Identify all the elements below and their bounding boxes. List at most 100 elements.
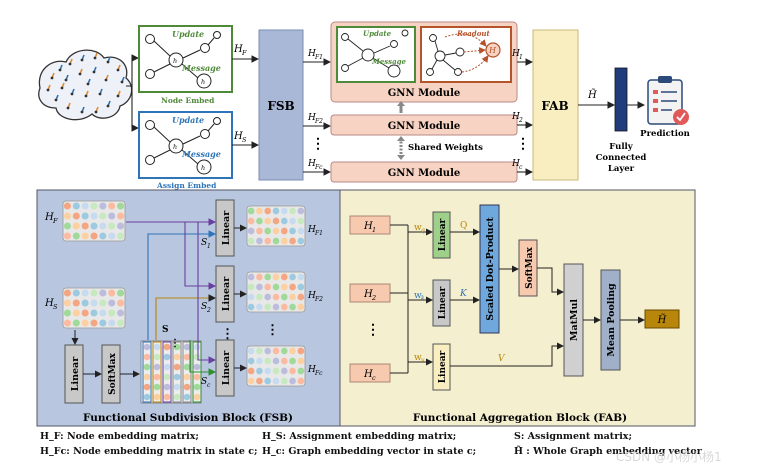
assign-embed-caption: Assign Embed (156, 181, 217, 190)
svg-text:F2: F2 (314, 296, 323, 303)
svg-text:Linear: Linear (438, 350, 448, 383)
fab-block-label: FAB (541, 99, 568, 113)
svg-text:Linear: Linear (438, 286, 448, 319)
svg-text:F2: F2 (314, 118, 323, 125)
svg-text:H: H (307, 113, 316, 123)
update-label: Update (172, 29, 204, 39)
svg-text:H: H (44, 212, 54, 223)
svg-text:Linear: Linear (221, 210, 232, 245)
svg-text:Connected: Connected (596, 153, 647, 163)
svg-text:1: 1 (519, 54, 523, 61)
svg-text:⋮: ⋮ (221, 327, 234, 342)
svg-text:H̃: H̃ (657, 314, 667, 326)
legend-s: S: Assignment matrix; (514, 431, 632, 442)
svg-text:Scaled Dot-Product: Scaled Dot-Product (485, 217, 496, 321)
legend-hfc: H_Fc: Node embedding matrix in state c; (40, 446, 258, 457)
svg-text:v: v (421, 357, 425, 364)
fsb-panel-title: Functional Subdivision Block (FSB) (83, 412, 293, 424)
svg-text:Fully: Fully (609, 142, 634, 152)
node-h-label: h (173, 57, 177, 65)
svg-text:Mean Pooling: Mean Pooling (606, 283, 617, 357)
svg-text:Linear: Linear (70, 356, 81, 391)
hf1-output-matrix (246, 205, 306, 247)
shared-weights: Shared Weights (397, 101, 483, 160)
svg-text:H: H (307, 49, 316, 59)
watermark: CSDN @小杨小杨1 (616, 450, 722, 464)
svg-text:2: 2 (371, 294, 376, 302)
svg-text:q: q (421, 227, 425, 234)
node-embed-graph: h h Update Message Node Embed (138, 25, 233, 105)
svg-text:S: S (242, 136, 247, 144)
svg-text:Layer: Layer (608, 164, 635, 174)
hf2-output-matrix (246, 271, 306, 313)
svg-text:F1: F1 (314, 230, 323, 237)
svg-text:k: k (421, 295, 425, 302)
fsb-block (258, 29, 304, 181)
svg-text:H: H (44, 298, 54, 309)
hfc-output-matrix (246, 345, 306, 387)
fab-panel-title: Functional Aggregation Block (FAB) (413, 412, 627, 424)
svg-text:Update: Update (172, 115, 204, 125)
svg-text:⋮: ⋮ (516, 136, 530, 152)
assignment-matrix-s (140, 340, 202, 404)
svg-text:F: F (241, 49, 247, 57)
svg-text:GNN Module: GNN Module (388, 121, 460, 132)
svg-text:H: H (363, 369, 373, 380)
message-label: Message (181, 63, 221, 73)
hs-matrix (62, 287, 126, 329)
svg-text:Linear: Linear (438, 218, 448, 251)
svg-text:H: H (233, 44, 243, 55)
svg-text:H: H (307, 291, 316, 301)
svg-text:V: V (498, 354, 506, 364)
svg-text:⋮: ⋮ (366, 322, 380, 338)
svg-text:Message: Message (371, 57, 407, 66)
svg-text:H: H (363, 221, 373, 232)
svg-text:H: H (488, 46, 497, 55)
svg-text:MatMul: MatMul (569, 299, 580, 341)
svg-text:⋮: ⋮ (266, 323, 279, 338)
gnn-module-label: GNN Module (388, 88, 460, 99)
svg-text:Fc: Fc (314, 164, 323, 171)
legend-hc: H_c: Graph embedding vector in state c; (262, 446, 477, 457)
svg-text:c: c (207, 382, 211, 389)
node-embed-caption: Node Embed (161, 96, 215, 105)
svg-text:1: 1 (372, 226, 376, 234)
brain-icon (38, 49, 133, 121)
fab-output (644, 309, 680, 329)
fully-connected-layer (614, 67, 628, 132)
svg-text:H: H (511, 159, 520, 169)
svg-text:H: H (511, 112, 520, 122)
svg-text:GNN Module: GNN Module (388, 168, 460, 179)
svg-text:Message: Message (181, 149, 221, 159)
svg-text:SoftMax: SoftMax (108, 353, 118, 395)
svg-text:S: S (201, 302, 207, 312)
svg-text:F1: F1 (314, 54, 323, 61)
gnn-module-1: Update Message H Readout GNN Module (330, 21, 518, 103)
svg-text:H: H (307, 365, 316, 375)
readout-label: Readout (456, 29, 490, 38)
svg-text:H: H (307, 225, 316, 235)
svg-text:S: S (201, 238, 207, 248)
svg-text:Shared Weights: Shared Weights (408, 143, 483, 153)
svg-text:H: H (233, 131, 243, 142)
svg-text:S: S (201, 377, 207, 387)
hf-matrix (62, 200, 126, 242)
legend-htilde: H̃ : Whole Graph embedding vector (514, 446, 702, 457)
fab-linear-v (432, 343, 451, 391)
svg-text:w: w (414, 353, 422, 363)
svg-text:Q: Q (460, 221, 467, 231)
svg-text:S: S (162, 325, 169, 335)
svg-text:h: h (201, 164, 205, 172)
assign-embed-graph: h h Update Message Assign Embed (138, 111, 233, 190)
legend-hs: H_S: Assignment embedding matrix; (262, 431, 457, 442)
svg-text:2: 2 (518, 117, 523, 124)
svg-text:Linear: Linear (221, 350, 232, 385)
svg-text:h: h (201, 78, 205, 86)
svg-text:K: K (459, 289, 468, 299)
svg-text:SoftMax: SoftMax (525, 247, 535, 289)
fsb-block-label: FSB (267, 99, 294, 113)
fab-block (532, 29, 579, 181)
svg-text:1: 1 (207, 243, 211, 250)
svg-text:c: c (372, 374, 376, 382)
